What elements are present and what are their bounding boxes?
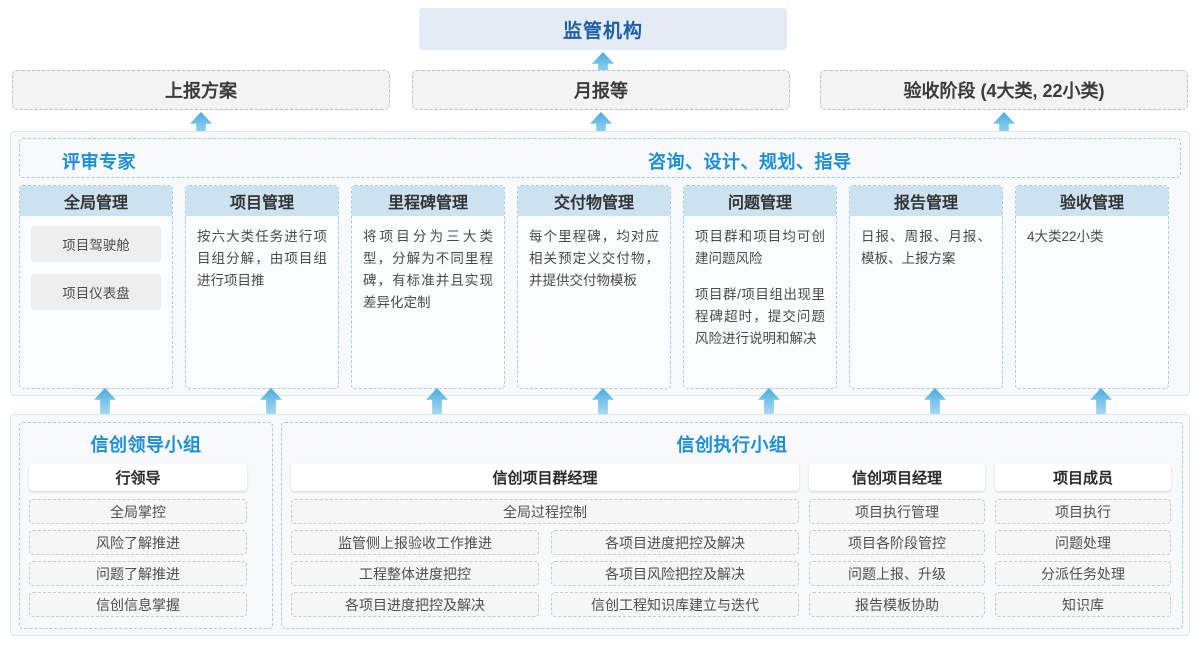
regulator-box: 监管机构 <box>419 8 787 50</box>
module-title: 交付物管理 <box>518 186 670 216</box>
module-paragraph: 项目群和项目均可创建问题风险 <box>695 229 825 266</box>
task-item[interactable]: 各项目风险把控及解决 <box>551 561 799 586</box>
module-title: 报告管理 <box>850 186 1002 216</box>
task-item[interactable]: 项目各阶段管控 <box>809 530 985 555</box>
task-grid: 全局过程控制 监管侧上报验收工作推进 各项目进度把控及解决 工程整体进度把控 各… <box>291 499 799 623</box>
module-paragraph: 日报、周报、月报、模板、上报方案 <box>861 229 991 266</box>
column-bank-leader: 行领导 全局掌控 风险了解推进 问题了解推进 信创信息掌握 <box>29 464 247 617</box>
module-paragraph: 按六大类任务进行项目组分解，由项目组进行项目推 <box>197 229 327 288</box>
module-body: 项目驾驶舱 项目仪表盘 <box>20 216 172 328</box>
task-item[interactable]: 项目执行管理 <box>809 499 985 524</box>
task-item[interactable]: 风险了解推进 <box>29 530 247 555</box>
task-item[interactable]: 监管侧上报验收工作推进 <box>291 530 539 555</box>
module-title: 问题管理 <box>684 186 836 216</box>
module-card-acceptance[interactable]: 验收管理 4大类22小类 <box>1015 185 1169 389</box>
column-program-manager: 信创项目群经理 全局过程控制 监管侧上报验收工作推进 各项目进度把控及解决 工程… <box>291 464 799 623</box>
module-body: 4大类22小类 <box>1016 216 1168 254</box>
module-paragraph: 每个里程碑，均对应相关预定义交付物，并提供交付物模板 <box>529 229 659 288</box>
module-body: 将项目分为三大类型，分解为不同里程碑，有标准并且实现差异化定制 <box>352 216 504 320</box>
group-columns: 信创项目群经理 全局过程控制 监管侧上报验收工作推进 各项目进度把控及解决 工程… <box>282 464 1182 623</box>
task-item[interactable]: 信创工程知识库建立与迭代 <box>551 592 799 617</box>
organization-panel: 信创领导小组 行领导 全局掌控 风险了解推进 问题了解推进 信创信息掌握 信创执… <box>10 414 1190 636</box>
column-head[interactable]: 信创项目经理 <box>809 464 985 491</box>
module-body: 日报、周报、月报、模板、上报方案 <box>850 216 1002 276</box>
column-project-manager: 信创项目经理 项目执行管理 项目各阶段管控 问题上报、升级 报告模板协助 <box>809 464 985 623</box>
module-chip[interactable]: 项目仪表盘 <box>31 274 161 310</box>
task-item[interactable]: 全局掌控 <box>29 499 247 524</box>
group-execution: 信创执行小组 信创项目群经理 全局过程控制 监管侧上报验收工作推进 各项目进度把… <box>281 422 1183 629</box>
module-title: 全局管理 <box>20 186 172 216</box>
advisor-roles-band: 评审专家 咨询、设计、规划、指导 <box>19 138 1181 178</box>
module-body: 按六大类任务进行项目组分解，由项目组进行项目推 <box>186 216 338 298</box>
group-title: 信创领导小组 <box>90 435 202 455</box>
task-item[interactable]: 问题处理 <box>995 530 1171 555</box>
module-card-report[interactable]: 报告管理 日报、周报、月报、模板、上报方案 <box>849 185 1003 389</box>
module-card-milestone[interactable]: 里程碑管理 将项目分为三大类型，分解为不同里程碑，有标准并且实现差异化定制 <box>351 185 505 389</box>
module-card-issue[interactable]: 问题管理 项目群和项目均可创建问题风险 项目群/项目组出现里程碑超时，提交问题风… <box>683 185 837 389</box>
module-body: 项目群和项目均可创建问题风险 项目群/项目组出现里程碑超时，提交问题风险进行说明… <box>684 216 836 356</box>
task-item[interactable]: 问题上报、升级 <box>809 561 985 586</box>
column-project-member: 项目成员 项目执行 问题处理 分派任务处理 知识库 <box>995 464 1171 623</box>
report-box-monthly-report: 月报等 <box>412 70 790 110</box>
group-title: 信创执行小组 <box>676 435 788 455</box>
report-box-submission-plan: 上报方案 <box>12 70 390 110</box>
column-head[interactable]: 项目成员 <box>995 464 1171 491</box>
role-label-consulting: 咨询、设计、规划、指导 <box>648 152 852 172</box>
group-columns: 行领导 全局掌控 风险了解推进 问题了解推进 信创信息掌握 <box>20 464 272 617</box>
task-item[interactable]: 各项目进度把控及解决 <box>291 592 539 617</box>
module-title: 项目管理 <box>186 186 338 216</box>
module-paragraph: 4大类22小类 <box>1027 229 1104 244</box>
module-card-project[interactable]: 项目管理 按六大类任务进行项目组分解，由项目组进行项目推 <box>185 185 339 389</box>
module-paragraph: 项目群/项目组出现里程碑超时，提交问题风险进行说明和解决 <box>695 287 825 346</box>
column-head[interactable]: 行领导 <box>29 464 247 491</box>
task-item[interactable]: 报告模板协助 <box>809 592 985 617</box>
task-item[interactable]: 各项目进度把控及解决 <box>551 530 799 555</box>
module-title: 里程碑管理 <box>352 186 504 216</box>
module-body: 每个里程碑，均对应相关预定义交付物，并提供交付物模板 <box>518 216 670 298</box>
role-label-review-expert: 评审专家 <box>62 152 136 172</box>
module-card-global[interactable]: 全局管理 项目驾驶舱 项目仪表盘 <box>19 185 173 389</box>
report-box-acceptance-stage: 验收阶段 (4大类, 22小类) <box>820 70 1188 110</box>
column-head[interactable]: 信创项目群经理 <box>291 464 799 491</box>
task-item[interactable]: 分派任务处理 <box>995 561 1171 586</box>
task-item[interactable]: 工程整体进度把控 <box>291 561 539 586</box>
task-item[interactable]: 项目执行 <box>995 499 1171 524</box>
task-item[interactable]: 全局过程控制 <box>291 499 799 524</box>
module-paragraph: 将项目分为三大类型，分解为不同里程碑，有标准并且实现差异化定制 <box>363 229 493 310</box>
task-item[interactable]: 信创信息掌握 <box>29 592 247 617</box>
task-item[interactable]: 问题了解推进 <box>29 561 247 586</box>
task-item[interactable]: 知识库 <box>995 592 1171 617</box>
module-title: 验收管理 <box>1016 186 1168 216</box>
module-chip[interactable]: 项目驾驶舱 <box>31 226 161 262</box>
platform-capability-panel: 评审专家 咨询、设计、规划、指导 全局管理 项目驾驶舱 项目仪表盘 项目管理 按… <box>10 131 1190 396</box>
group-leadership: 信创领导小组 行领导 全局掌控 风险了解推进 问题了解推进 信创信息掌握 <box>19 422 273 629</box>
module-card-deliverable[interactable]: 交付物管理 每个里程碑，均对应相关预定义交付物，并提供交付物模板 <box>517 185 671 389</box>
